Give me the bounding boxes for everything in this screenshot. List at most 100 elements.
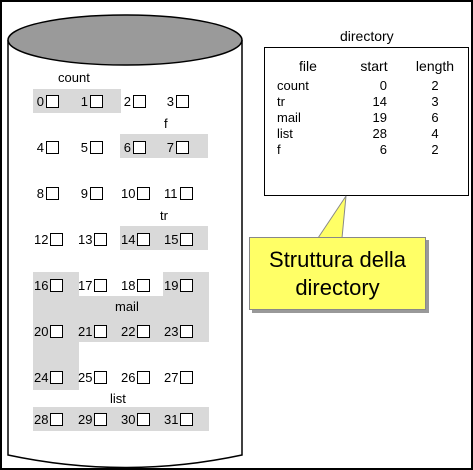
row-length: 2 — [431, 78, 439, 93]
block-box — [90, 94, 103, 108]
label-count: count — [58, 70, 90, 85]
block-box — [137, 186, 151, 200]
disk-block: 1 — [78, 91, 103, 111]
disk-block: 10 — [121, 183, 151, 203]
row-start: 28 — [372, 126, 387, 141]
row-length: 2 — [431, 142, 439, 157]
block-number: 21 — [78, 323, 93, 339]
block-box — [46, 94, 59, 108]
block-box — [50, 232, 64, 246]
block-box — [50, 324, 64, 338]
block-number: 5 — [80, 139, 88, 155]
disk-top — [7, 14, 243, 66]
table-row: mail 19 6 — [273, 110, 465, 126]
row-file: count — [277, 78, 309, 93]
disk-block: 12 — [34, 229, 64, 249]
block-number: 22 — [121, 323, 136, 339]
block-box — [180, 232, 194, 246]
disk-block: 15 — [164, 229, 194, 249]
block-box — [133, 140, 146, 154]
disk-block: 18 — [121, 275, 151, 295]
row-length: 6 — [431, 110, 439, 125]
block-number: 11 — [164, 185, 178, 201]
table-row: count 0 2 — [273, 78, 465, 94]
callout-line2: directory — [295, 275, 380, 300]
row-file: mail — [277, 110, 301, 125]
block-box — [180, 412, 194, 426]
block-number: 3 — [166, 93, 174, 109]
block-box — [180, 278, 194, 292]
block-number: 27 — [164, 369, 179, 385]
label-tr: tr — [160, 208, 168, 223]
disk-block: 27 — [164, 367, 194, 387]
block-number: 0 — [36, 93, 44, 109]
block-box — [50, 278, 64, 292]
label-list: list — [110, 391, 126, 406]
block-number: 23 — [164, 323, 179, 339]
block-box — [137, 232, 151, 246]
disk-block: 25 — [78, 367, 108, 387]
block-box — [94, 370, 108, 384]
callout-box: Struttura della directory — [249, 237, 426, 310]
header-length: length — [415, 58, 455, 74]
disk-block: 21 — [78, 321, 108, 341]
disk-block: 8 — [34, 183, 59, 203]
directory-table: file start length count 0 2 tr 14 3 mail… — [273, 58, 465, 158]
disk-block: 11 — [164, 183, 193, 203]
block-box — [176, 94, 189, 108]
table-row: list 28 4 — [273, 126, 465, 142]
block-number: 24 — [34, 369, 49, 385]
row-start: 19 — [372, 110, 387, 125]
block-number: 13 — [78, 231, 93, 247]
block-number: 31 — [164, 411, 179, 427]
row-file: f — [277, 142, 281, 157]
block-number: 9 — [80, 185, 88, 201]
block-box — [180, 370, 194, 384]
block-number: 18 — [121, 277, 136, 293]
disk-block: 6 — [121, 137, 146, 157]
disk-block: 30 — [121, 409, 151, 429]
disk-block: 19 — [164, 275, 194, 295]
disk-block: 7 — [164, 137, 189, 157]
block-box — [94, 412, 108, 426]
block-box — [94, 278, 108, 292]
block-number: 2 — [123, 93, 131, 109]
block-number: 14 — [121, 231, 136, 247]
block-box — [90, 186, 103, 200]
block-number: 12 — [34, 231, 49, 247]
disk-block: 20 — [34, 321, 64, 341]
disk-block: 26 — [121, 367, 151, 387]
block-number: 19 — [164, 277, 179, 293]
row-file: tr — [277, 94, 285, 109]
disk-block: 16 — [34, 275, 64, 295]
disk-block: 0 — [34, 91, 59, 111]
row-start: 0 — [379, 78, 387, 93]
disk-block: 22 — [121, 321, 151, 341]
block-number: 29 — [78, 411, 93, 427]
disk-block: 24 — [34, 367, 64, 387]
row-length: 3 — [431, 94, 439, 109]
disk-block: 31 — [164, 409, 194, 429]
block-number: 28 — [34, 411, 49, 427]
table-row: tr 14 3 — [273, 94, 465, 110]
block-number: 15 — [164, 231, 179, 247]
block-box — [137, 412, 151, 426]
block-number: 1 — [80, 93, 88, 109]
block-number: 10 — [121, 185, 136, 201]
block-number: 30 — [121, 411, 136, 427]
block-number: 8 — [36, 185, 44, 201]
block-box — [137, 278, 151, 292]
directory-table-box: file start length count 0 2 tr 14 3 mail… — [264, 47, 469, 196]
block-box — [90, 140, 103, 154]
block-number: 17 — [78, 277, 93, 293]
disk-block: 3 — [164, 91, 189, 111]
label-mail: mail — [115, 299, 139, 314]
block-number: 20 — [34, 323, 49, 339]
block-box — [179, 186, 193, 200]
block-box — [50, 412, 64, 426]
block-box — [46, 140, 59, 154]
block-box — [133, 94, 146, 108]
callout-line1: Struttura della — [269, 247, 406, 272]
disk-block: 14 — [121, 229, 151, 249]
